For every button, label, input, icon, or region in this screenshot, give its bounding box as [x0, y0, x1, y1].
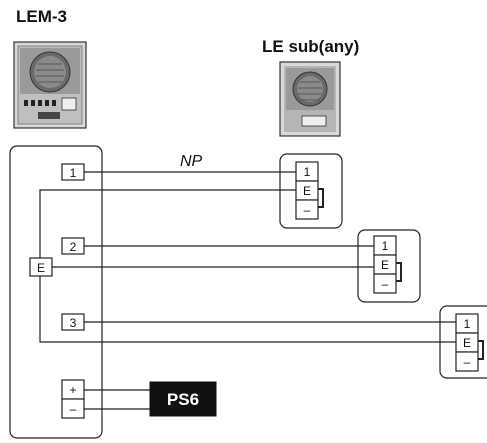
sub-3-terminal-e-label: E — [463, 336, 471, 350]
sub-station-label: LE sub(any) — [262, 37, 359, 56]
sub-2-terminal-1-label: 1 — [382, 239, 389, 253]
master-terminal-1-label: 1 — [70, 166, 77, 180]
sub-3-terminal-minus-label: – — [464, 355, 471, 369]
master-terminal-2: 2 — [61, 237, 85, 255]
sub-1-terminal-1-label: 1 — [304, 165, 311, 179]
master-terminal-minus-label: – — [70, 402, 77, 416]
sub-station-1-terminal-block: 1 E – — [279, 153, 343, 229]
power-supply-ps6: PS6 — [149, 381, 217, 417]
sub-2-terminal-e-label: E — [381, 258, 389, 272]
master-terminal-panel — [9, 145, 103, 439]
sub-1-jumper — [318, 188, 324, 208]
sub-1-terminal-minus-label: – — [304, 203, 311, 217]
master-terminal-power: + – — [61, 379, 85, 419]
master-terminal-plus-label: + — [69, 383, 76, 397]
master-terminal-3-label: 3 — [70, 316, 77, 330]
sub-station-3-terminal-block: 1 E – — [439, 305, 487, 379]
master-terminal-3: 3 — [61, 313, 85, 331]
power-supply-label: PS6 — [167, 390, 199, 409]
master-terminal-2-label: 2 — [70, 240, 77, 254]
master-terminal-common-label: E — [37, 261, 45, 275]
sub-station-2-terminal-block: 1 E – — [357, 229, 421, 303]
sub-3-terminal-1-label: 1 — [464, 317, 471, 331]
wire-label: NP — [180, 153, 203, 170]
master-station-device-illustration — [13, 41, 87, 129]
sub-station-device-illustration — [279, 61, 341, 137]
sub-2-jumper — [396, 262, 402, 282]
master-terminal-common: E — [29, 257, 53, 277]
master-terminal-1: 1 — [61, 163, 85, 181]
sub-1-terminal-e-label: E — [303, 184, 311, 198]
master-station-label: LEM-3 — [16, 7, 67, 26]
sub-3-jumper — [478, 340, 484, 360]
sub-2-terminal-minus-label: – — [382, 277, 389, 291]
